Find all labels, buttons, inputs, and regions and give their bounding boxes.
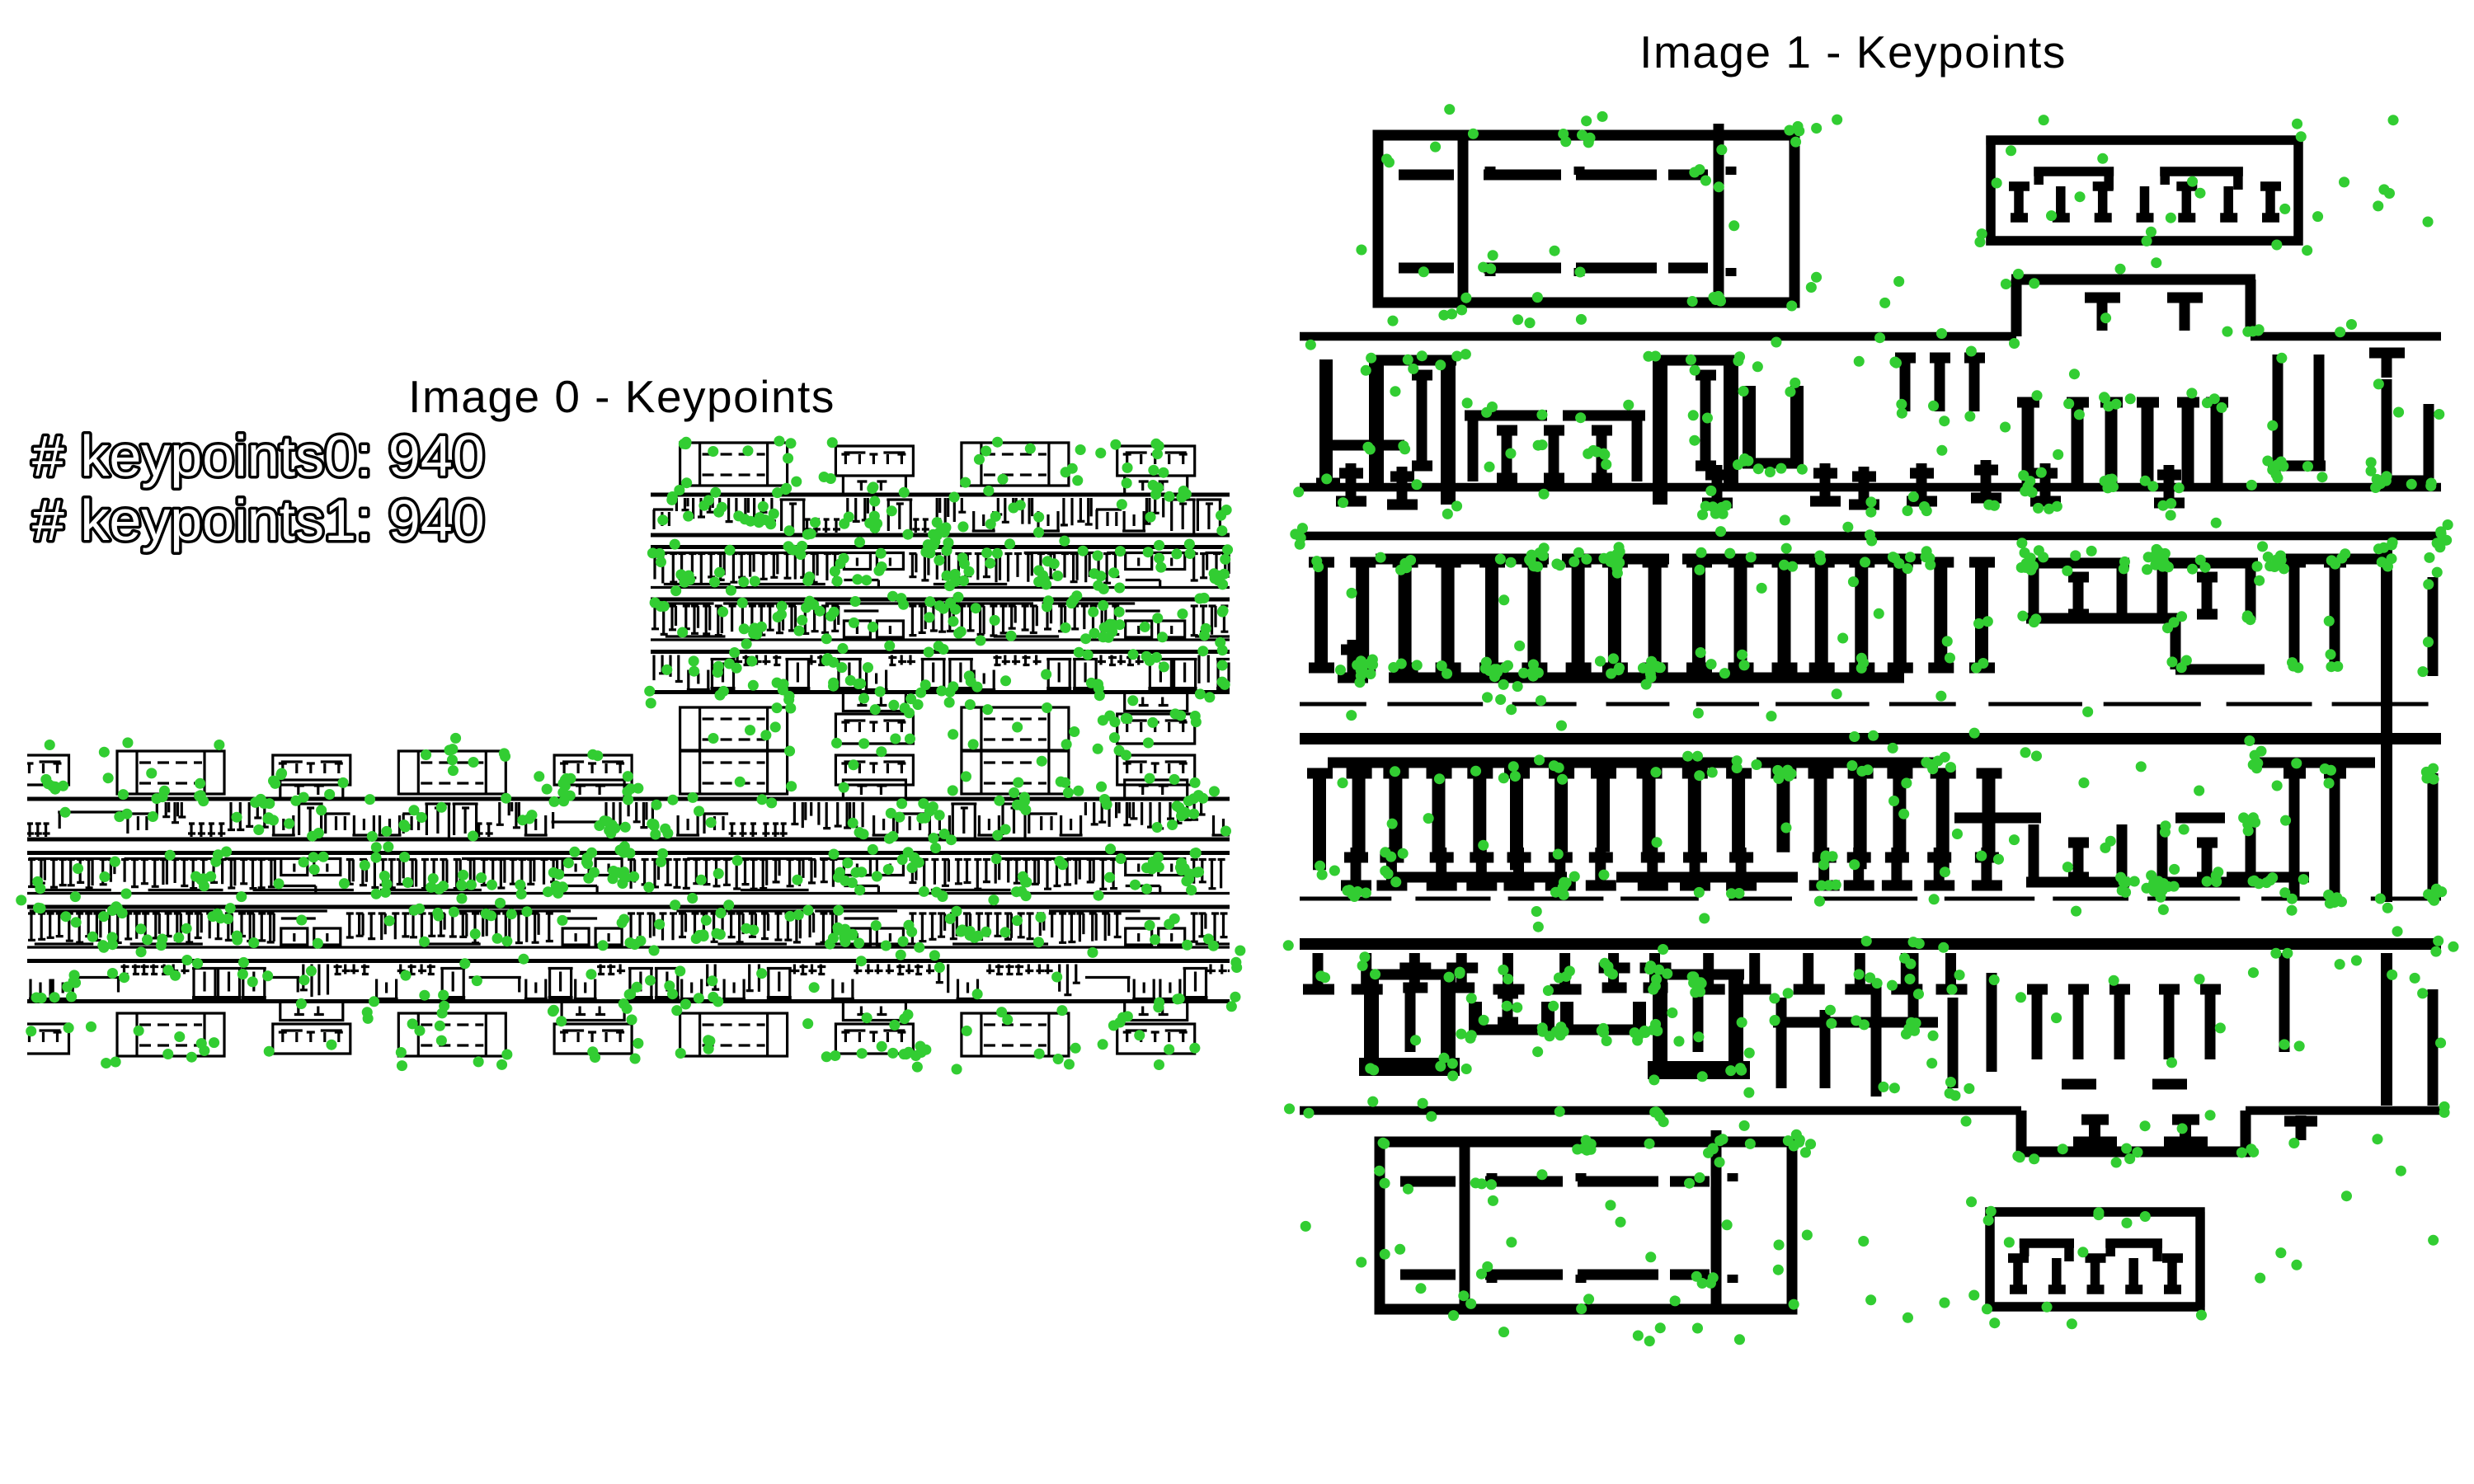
svg-text:Image 0 - Keypoints: Image 0 - Keypoints	[408, 371, 835, 422]
svg-text:# keypoints1: 940: # keypoints1: 940	[32, 488, 485, 552]
svg-text:# keypoints0: 940: # keypoints0: 940	[32, 424, 485, 488]
svg-text:Image 1 - Keypoints: Image 1 - Keypoints	[1639, 26, 2067, 77]
